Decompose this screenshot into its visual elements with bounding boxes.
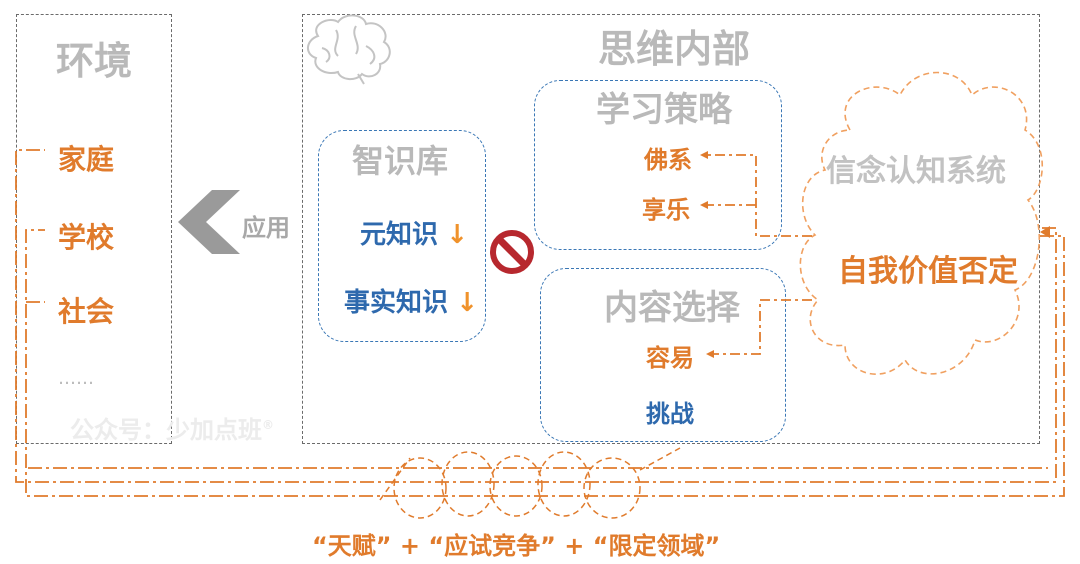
choice-item-challenge: 挑战 [646,400,694,428]
env-item-school: 学校 [58,221,115,254]
strategy-item-hedonism: 享乐 [642,196,690,224]
content-choice-title: 内容选择 [604,288,740,328]
choice-item-easy: 容易 [646,344,694,372]
mind-title: 思维内部 [598,27,751,71]
env-item-society: 社会 [58,295,115,328]
learning-strategy-title: 学习策略 [596,90,732,130]
no-entry-icon [490,230,534,274]
apply-arrow-icon [178,190,240,254]
down-arrow-icon: ↓ [456,288,479,318]
strategy-item-buddhist: 佛系 [644,146,692,174]
env-ellipsis: …… [58,368,94,389]
content-choice-box [540,268,786,442]
bottom-formula: “天赋” + “应试竞争” + “限定领域” [312,532,721,560]
down-arrow-icon: ↓ [446,220,469,250]
kb-item-meta-knowledge: 元知识 ↓ [360,220,469,250]
kb-item-fact-knowledge: 事实知识 ↓ [344,288,479,318]
apply-label: 应用 [242,214,290,242]
belief-system-title: 信念认知系统 [826,154,1006,189]
belief-core: 自我价值否定 [838,254,1018,289]
knowledge-base-box [318,130,486,342]
environment-title: 环境 [56,39,133,83]
learning-strategy-box [534,80,782,250]
brain-icon [307,14,391,85]
knowledge-base-title: 智识库 [352,142,449,180]
watermark: 公众号：少加点班® [70,416,274,444]
env-item-family: 家庭 [58,143,115,176]
belief-cloud [799,71,1044,375]
